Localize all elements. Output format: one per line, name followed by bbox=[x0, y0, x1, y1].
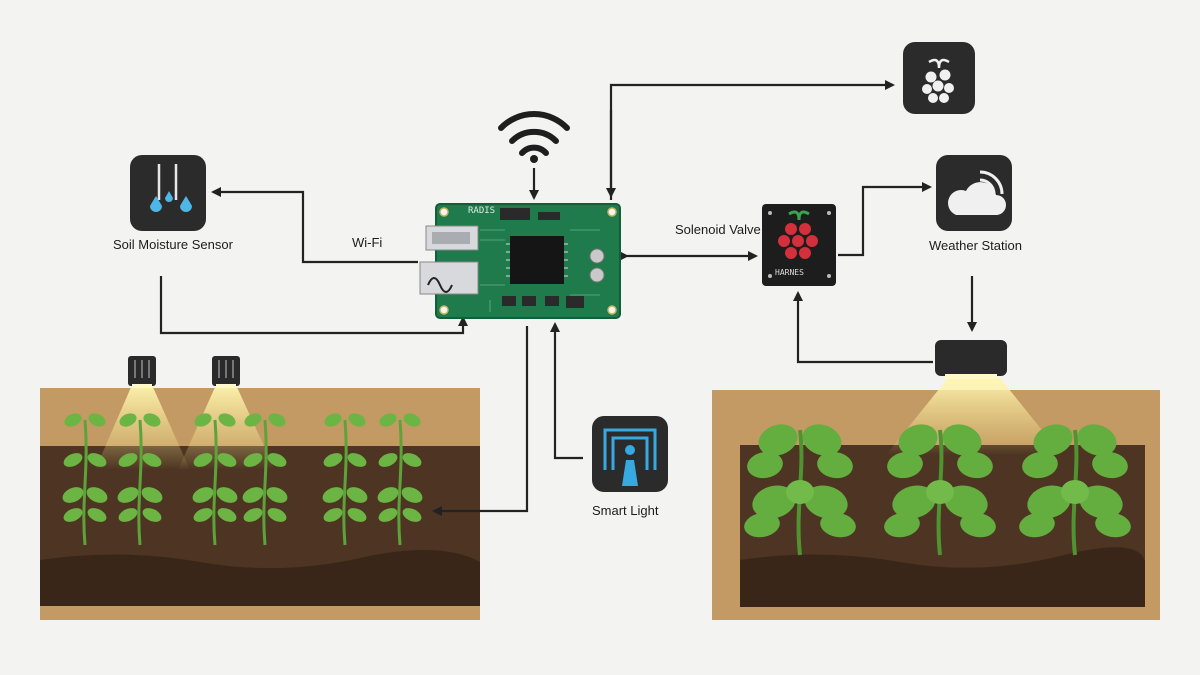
raspberry-icon bbox=[903, 42, 975, 114]
seedling bbox=[117, 413, 163, 546]
plant bbox=[884, 424, 996, 556]
water-drops-icon bbox=[130, 155, 206, 231]
soil-moisture-sensor-label: Soil Moisture Sensor bbox=[113, 237, 233, 252]
microcontroller-board bbox=[419, 203, 621, 319]
weather-station-label: Weather Station bbox=[929, 238, 1022, 253]
smart-light-label: Smart Light bbox=[592, 503, 659, 518]
grow-light-1 bbox=[128, 356, 156, 388]
arrow-board-to-left-bed bbox=[432, 326, 529, 516]
connectors bbox=[159, 80, 977, 516]
left-seedlings bbox=[62, 413, 423, 546]
seedling bbox=[192, 413, 238, 546]
person-signal-icon bbox=[592, 416, 668, 492]
module-chip-label: HARNES bbox=[775, 268, 804, 277]
seedling bbox=[377, 413, 423, 546]
board-chip-label: RADIS bbox=[468, 206, 496, 216]
plant bbox=[1019, 424, 1131, 556]
left-soil-bed bbox=[40, 388, 480, 620]
right-plants bbox=[744, 424, 1131, 556]
arrow-soil-sensor-to-board bbox=[159, 276, 468, 335]
arrow-board-to-raspberry bbox=[609, 80, 895, 200]
plant bbox=[744, 424, 856, 556]
solenoid-valve-label: Solenoid Valve bbox=[675, 222, 761, 237]
arrow-board-to-soil-sensor bbox=[211, 187, 418, 264]
solenoid-module bbox=[762, 204, 836, 286]
arrow-solenoid-to-weather bbox=[838, 182, 932, 257]
cloud-wifi-icon bbox=[936, 155, 1012, 231]
arrow-light-to-solenoid bbox=[793, 291, 933, 364]
wifi-label: Wi-Fi bbox=[352, 235, 383, 250]
seedling bbox=[322, 413, 368, 546]
wifi-icon bbox=[498, 111, 570, 163]
arrow-smart-light-to-board bbox=[550, 322, 583, 460]
grow-light-2 bbox=[212, 356, 240, 388]
left-grow-lights bbox=[95, 356, 275, 470]
seedling bbox=[62, 413, 108, 546]
seedling bbox=[242, 413, 288, 546]
